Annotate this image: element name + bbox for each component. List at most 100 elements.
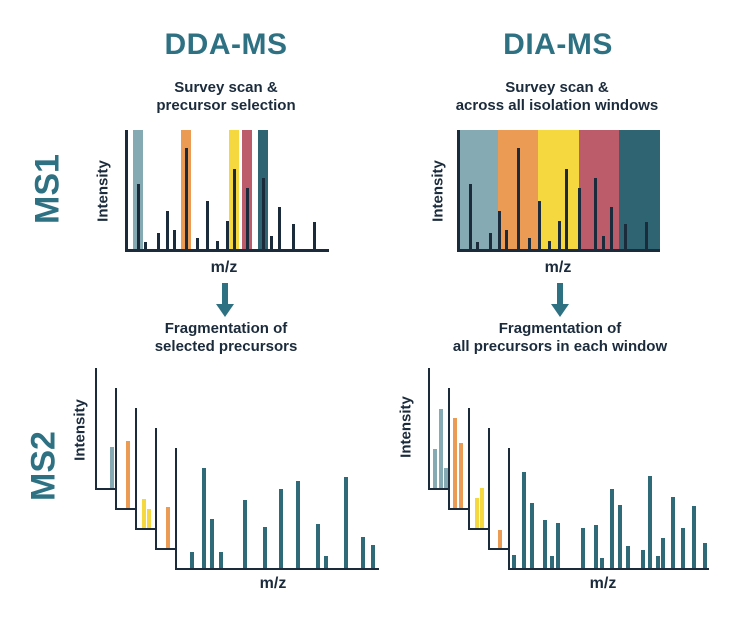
spectrum-bar [504, 230, 508, 251]
caption-line: Survey scan & [174, 79, 278, 96]
y-axis-label-intensity: Intensity [94, 160, 112, 222]
fragment-bar [610, 489, 614, 568]
precursor-fragment-bar [147, 509, 151, 528]
spectrum-bar [547, 241, 551, 251]
x-axis-label-mz: m/z [210, 259, 238, 276]
x-axis-label-mz: m/z [589, 575, 617, 592]
caption-line: Fragmentation of [164, 320, 288, 337]
spectrum-bar [644, 222, 648, 251]
caption-line: across all isolation windows [455, 97, 659, 114]
y-axis-label-intensity: Intensity [429, 160, 447, 222]
spectrum-bar [497, 211, 501, 251]
spectrum-bar [225, 221, 229, 251]
y-axis-line [428, 368, 430, 488]
fragment-bar [210, 519, 214, 568]
y-axis-label-intensity: Intensity [71, 399, 89, 461]
column-title-dia: DIA-MS [503, 28, 613, 61]
fragment-bar [671, 497, 675, 568]
precursor-fragment-bar [166, 507, 170, 548]
spectrum-bar [475, 242, 479, 251]
x-axis-line [135, 528, 157, 530]
spectrum-bar [601, 236, 605, 251]
x-axis-line [95, 488, 117, 490]
down-arrow-icon [551, 283, 569, 317]
row-label-ms1: MS1 [28, 154, 67, 224]
caption-dia-ms1: Survey scan & across all isolation windo… [456, 79, 659, 115]
spectrum-bar [516, 148, 520, 251]
caption-line: Fragmentation of [498, 320, 622, 337]
spectrum-bar [593, 178, 597, 251]
fragment-bar [202, 468, 206, 568]
precursor-fragment-bar [480, 488, 484, 528]
spectrum-bar [537, 201, 541, 251]
x-axis-line [468, 528, 490, 530]
fragment-bar [361, 537, 365, 568]
x-axis-line [125, 249, 329, 252]
spectrum-bar [172, 230, 176, 251]
fragment-bar [594, 525, 598, 568]
y-axis-line [115, 388, 117, 508]
spectrum-bar [143, 242, 147, 251]
fragment-bar [371, 545, 375, 568]
fragment-bar [641, 550, 645, 568]
fragment-bar [581, 528, 585, 568]
fragment-bar [543, 520, 547, 568]
caption-line: precursor selection [156, 97, 296, 114]
fragment-bar [296, 481, 300, 568]
isolation-window-band [578, 130, 620, 251]
y-axis-line [95, 368, 97, 488]
y-axis-line [175, 448, 177, 568]
precursor-fragment-bar [498, 530, 502, 548]
precursor-fragment-bar [126, 441, 130, 508]
y-axis-line [155, 428, 157, 548]
y-axis-label-intensity: Intensity [397, 396, 415, 458]
precursor-fragment-bar [475, 498, 479, 528]
spectrum-bar [215, 241, 219, 251]
x-axis-line [448, 508, 470, 510]
y-axis-line [488, 428, 490, 548]
precursor-fragment-bar [439, 409, 443, 488]
precursor-fragment-bar [444, 468, 448, 488]
row-label-ms2: MS2 [24, 431, 63, 501]
dia-ms1-spectrum [457, 130, 660, 252]
fragment-bar [190, 552, 194, 568]
dda-ms2-spectrum [95, 368, 379, 570]
spectrum-bar [564, 169, 568, 251]
y-axis-line [508, 448, 510, 568]
arrow-head [216, 304, 234, 317]
spectrum-bar [291, 224, 295, 251]
precursor-fragment-bar [142, 499, 146, 528]
column-title-dda: DDA-MS [164, 28, 288, 61]
fragment-bar [656, 556, 660, 568]
fragment-bar [626, 546, 630, 568]
caption-line: Survey scan & [505, 79, 609, 96]
x-axis-label-mz: m/z [259, 575, 287, 592]
x-axis-line [115, 508, 137, 510]
x-axis-line [428, 488, 450, 490]
precursor-fragment-bar [433, 449, 437, 488]
arrow-stem [557, 283, 563, 304]
spectrum-bar [488, 233, 492, 251]
spectrum-bar [165, 211, 169, 251]
precursor-fragment-bar [110, 447, 114, 488]
dda-ms1-spectrum [125, 130, 329, 252]
caption-dia-ms2: Fragmentation of all precursors in each … [453, 320, 667, 356]
fragment-bar [263, 527, 267, 568]
spectrum-bar [245, 188, 249, 251]
fragment-bar [279, 489, 283, 568]
fragment-bar [344, 477, 348, 568]
caption-line: selected precursors [154, 338, 298, 355]
x-axis-line [457, 249, 660, 252]
precursor-fragment-bar [453, 418, 457, 508]
fragment-bar [530, 503, 534, 568]
spectrum-bar [136, 184, 140, 251]
spectrum-bar [195, 238, 199, 251]
spectrum-bar [277, 207, 281, 251]
y-axis-line [468, 408, 470, 528]
fragment-bar [661, 538, 665, 568]
fragment-bar [703, 543, 707, 568]
x-axis-line [508, 568, 709, 570]
y-axis-line [448, 388, 450, 508]
spectrum-bar [156, 233, 160, 251]
fragment-bar [324, 556, 328, 568]
